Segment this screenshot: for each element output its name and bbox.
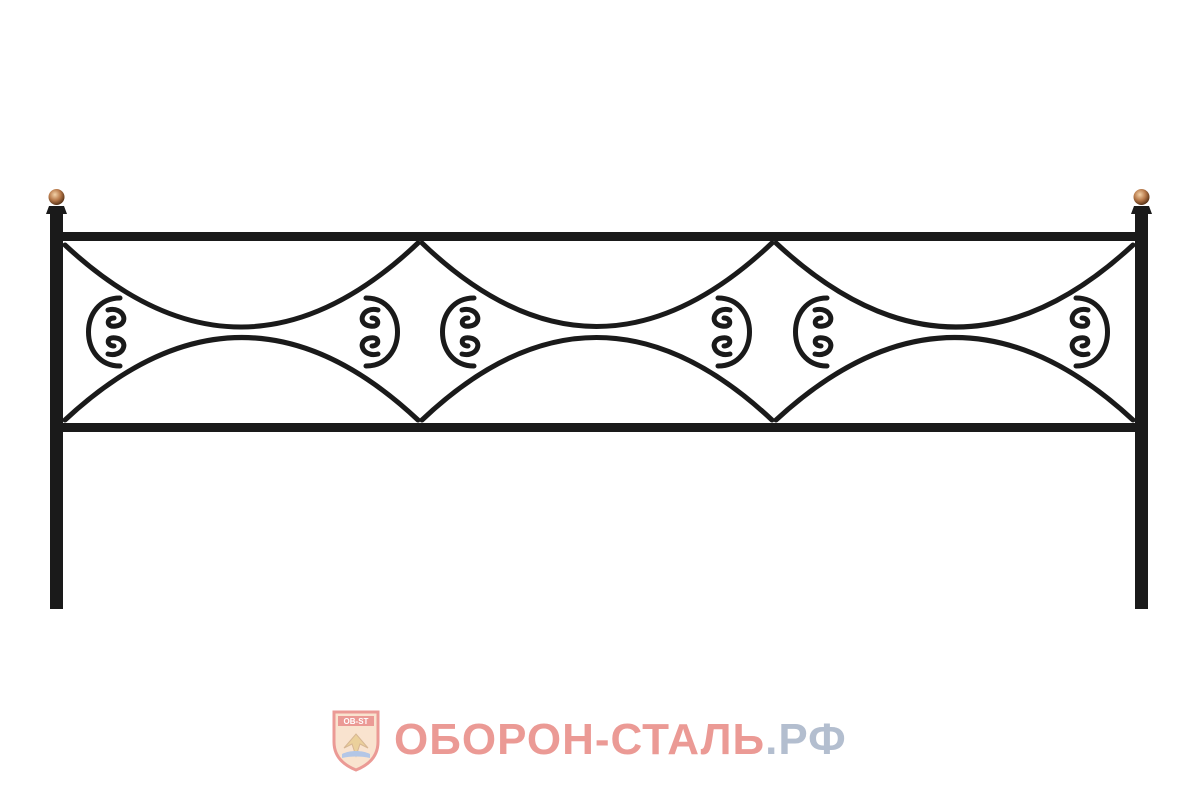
- scroll-5: [793, 295, 834, 369]
- left-post: [46, 189, 67, 609]
- scroll-6: [1069, 295, 1110, 369]
- scroll-3: [440, 295, 481, 369]
- brand-watermark: OB-ST ОБОРОН-СТАЛЬ.РФ: [330, 708, 847, 772]
- left-finial: [48, 189, 65, 205]
- scroll-4: [711, 295, 752, 369]
- shield-text: OB-ST: [344, 717, 369, 726]
- shield-logo-icon: OB-ST: [332, 710, 380, 772]
- scroll-ornaments: [86, 295, 1110, 369]
- scroll-1: [86, 295, 127, 369]
- scroll-2: [359, 295, 400, 369]
- bottom-rail: [62, 423, 1136, 432]
- watermark-tld: .РФ: [765, 715, 847, 764]
- right-post: [1131, 189, 1152, 609]
- arc-ornament: [62, 240, 1136, 423]
- watermark-brand: ОБОРОН-СТАЛЬ: [394, 715, 766, 764]
- right-finial: [1133, 189, 1150, 205]
- top-rail: [62, 232, 1136, 241]
